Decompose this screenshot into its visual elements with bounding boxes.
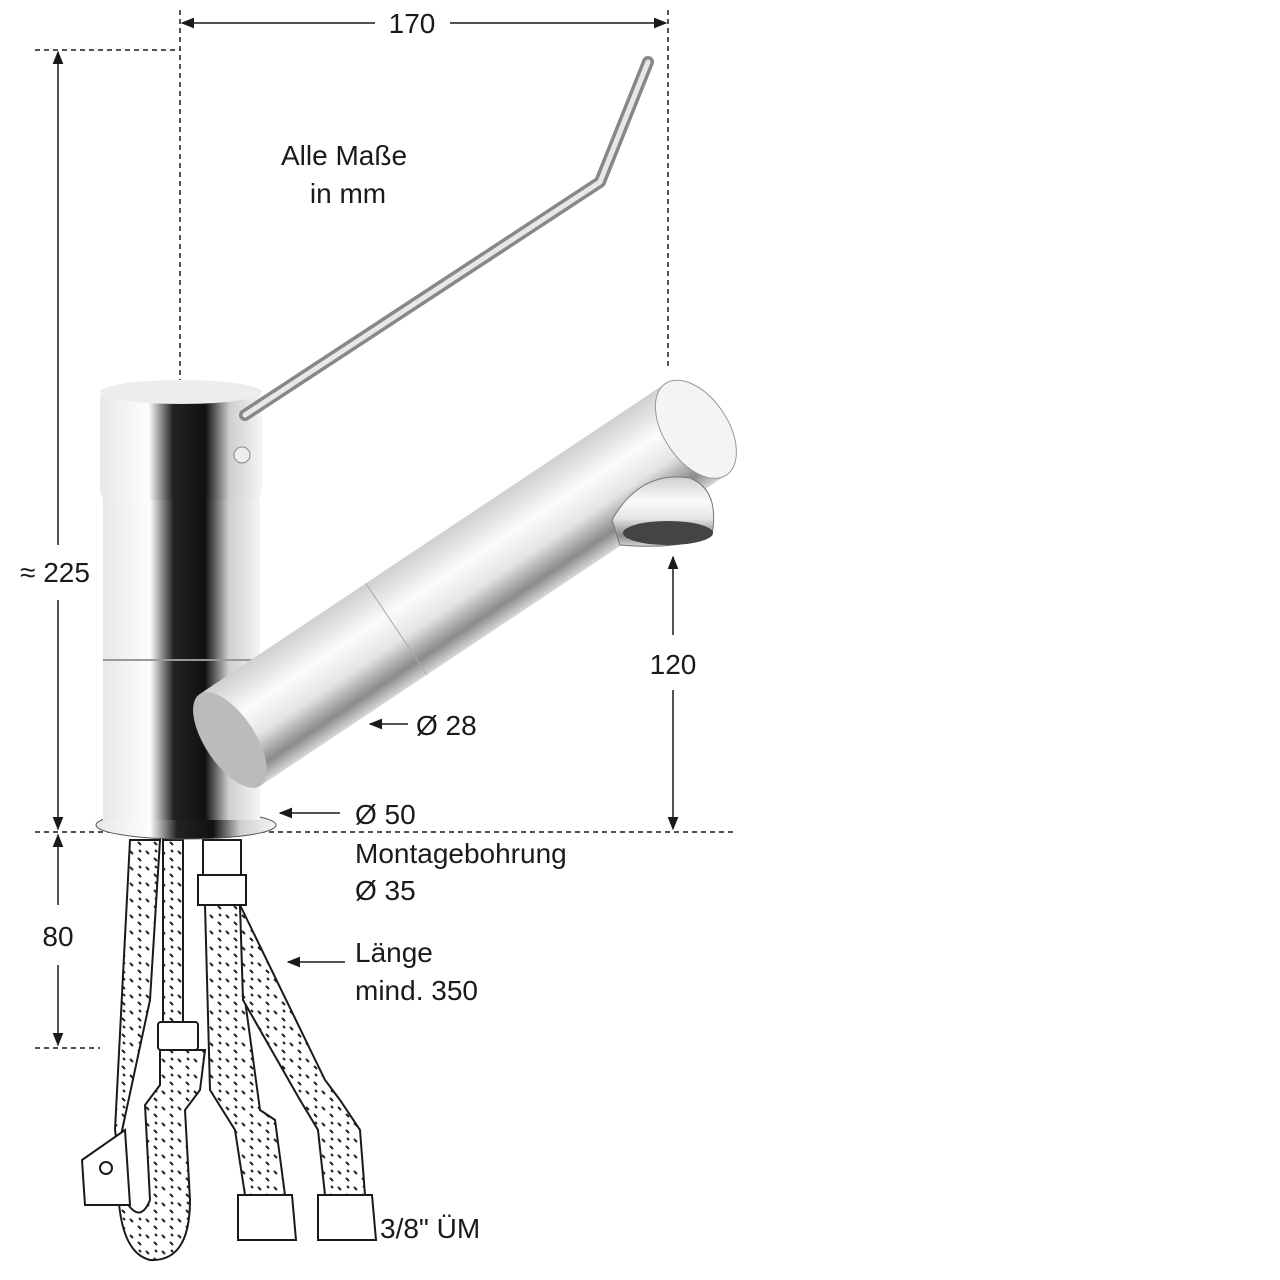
hose-coupling: [157, 1021, 199, 1051]
connector-nut-right: [317, 1194, 378, 1241]
note-line-2: in mm: [310, 178, 386, 209]
width-label: 170: [389, 8, 436, 39]
connector-nut-left: [237, 1194, 298, 1241]
spout: [193, 379, 737, 788]
aerator: [623, 521, 713, 545]
hose-label-1: Länge: [355, 937, 433, 968]
supply-hoses: [80, 839, 378, 1262]
faucet: [95, 56, 737, 840]
spring-hose: [162, 839, 184, 1026]
height-label: ≈ 225: [20, 557, 90, 588]
hose-nut: [197, 874, 247, 906]
connector-label: 3/8" ÜM: [380, 1213, 480, 1244]
spout-height-label: 120: [650, 649, 697, 680]
hose-label-2: mind. 350: [355, 975, 478, 1006]
below-counter-label: 80: [42, 921, 73, 952]
note-line-1: Alle Maße: [281, 140, 407, 171]
hose-nut-top: [202, 839, 242, 879]
cap-top: [100, 380, 262, 404]
mounting-label-2: Ø 35: [355, 875, 416, 906]
weight-screw: [99, 1161, 113, 1175]
base-diameter-label: Ø 50: [355, 799, 416, 830]
long-lever-handle: [239, 56, 654, 421]
spout-diameter-label: Ø 28: [416, 710, 477, 741]
hot-cold-indicator: [233, 446, 251, 464]
dimension-lines: [35, 10, 735, 1049]
lever-cartridge-cap: [100, 390, 262, 500]
mounting-label-1: Montagebohrung: [355, 838, 567, 869]
